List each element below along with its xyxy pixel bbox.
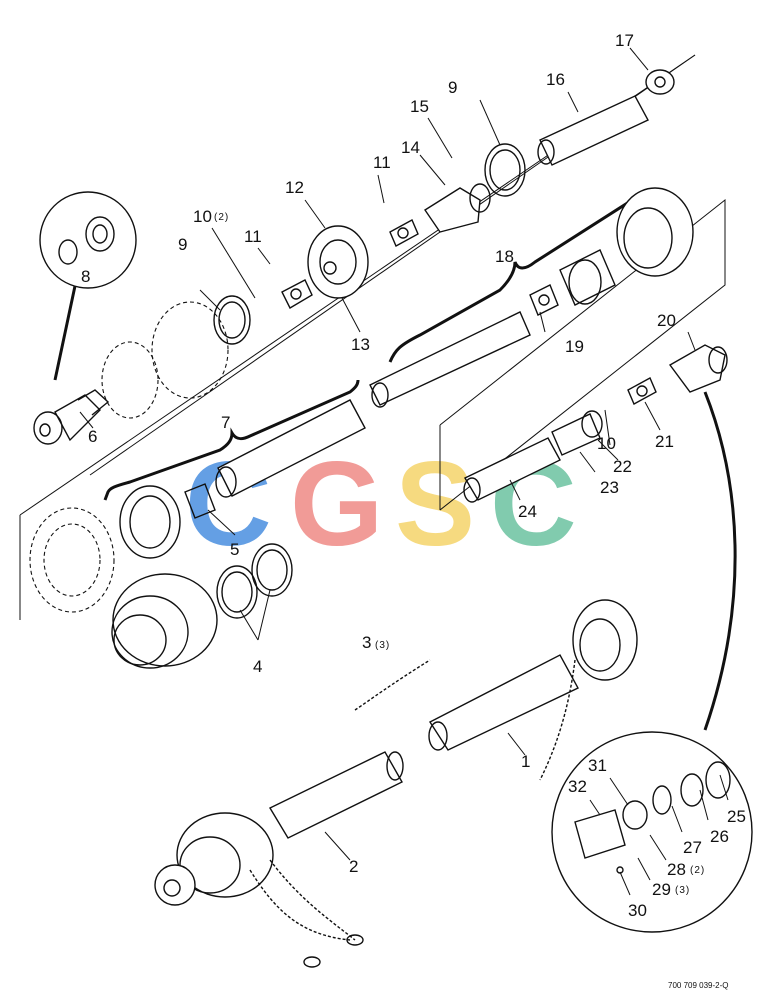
callout-28-qty: (2) — [690, 865, 705, 876]
callout-10-qty: (2) — [214, 212, 229, 223]
callout-24: 24 — [518, 502, 537, 521]
callout-17: 17 — [615, 31, 634, 50]
callout-27: 27 — [683, 838, 702, 857]
callout-12: 12 — [285, 178, 304, 197]
callout-19: 19 — [565, 337, 584, 356]
watermark-letter-g: G — [290, 437, 383, 571]
callout-18: 18 — [495, 247, 514, 266]
callout-16: 16 — [546, 70, 565, 89]
callout-3-qty: (3) — [375, 640, 390, 651]
callout-10-top: 10 — [193, 207, 212, 226]
callout-32: 32 — [568, 777, 587, 796]
part-1-outer-tube — [428, 599, 638, 781]
callout-25: 25 — [727, 807, 746, 826]
callout-26: 26 — [710, 827, 729, 846]
callout-4: 4 — [253, 657, 262, 676]
callout-6: 6 — [88, 427, 97, 446]
callout-23: 23 — [600, 478, 619, 497]
part-24-inner-tube — [463, 410, 603, 503]
callout-8: 8 — [81, 267, 90, 286]
part-19-spider — [529, 284, 559, 316]
watermark-letter-s: S — [395, 437, 475, 571]
callout-9-left: 9 — [178, 235, 187, 254]
part-16-tube — [537, 95, 649, 166]
part-7-assembly — [103, 379, 366, 559]
callout-30: 30 — [628, 901, 647, 920]
part-9-rings — [213, 143, 526, 345]
callout-2: 2 — [349, 857, 358, 876]
part-14-yoke — [424, 183, 491, 233]
callout-5: 5 — [230, 540, 239, 559]
callout-14: 14 — [401, 138, 420, 157]
callout-labels: 1 2 3 (3) 4 5 6 7 8 9 9 10 (2) 10 11 11 … — [81, 31, 746, 920]
callout-13: 13 — [351, 335, 370, 354]
callout-11-left: 11 — [244, 227, 262, 246]
callout-21: 21 — [655, 432, 674, 451]
callout-11-right: 11 — [373, 153, 391, 172]
detail-circle-25-32 — [551, 731, 753, 933]
callout-29-qty: (3) — [675, 885, 690, 896]
document-number: 700 709 039-2-Q — [668, 981, 729, 990]
part-6-yoke — [33, 389, 110, 445]
part-20-yoke — [668, 344, 737, 731]
part-4-rings — [111, 543, 293, 669]
callout-7: 7 — [221, 413, 230, 432]
part-2-inner-tube — [154, 751, 404, 968]
callout-15: 15 — [410, 97, 429, 116]
callout-29: 29 — [652, 880, 671, 899]
detail-circle-8 — [39, 191, 137, 381]
universal-joints — [281, 219, 657, 405]
part-17-collar — [645, 69, 675, 95]
callout-1: 1 — [521, 752, 530, 771]
callout-9-right: 9 — [448, 78, 457, 97]
part-12-flange — [307, 225, 369, 299]
leader-lines — [79, 47, 729, 896]
callout-28: 28 — [667, 860, 686, 879]
callout-10-right: 10 — [597, 434, 616, 453]
callout-3: 3 — [362, 633, 371, 652]
part-3-chain — [354, 659, 431, 711]
callout-31: 31 — [588, 756, 607, 775]
part-18-assembly — [369, 187, 694, 408]
dashed-shields — [29, 301, 229, 613]
callout-20: 20 — [657, 311, 676, 330]
callout-22: 22 — [613, 457, 632, 476]
